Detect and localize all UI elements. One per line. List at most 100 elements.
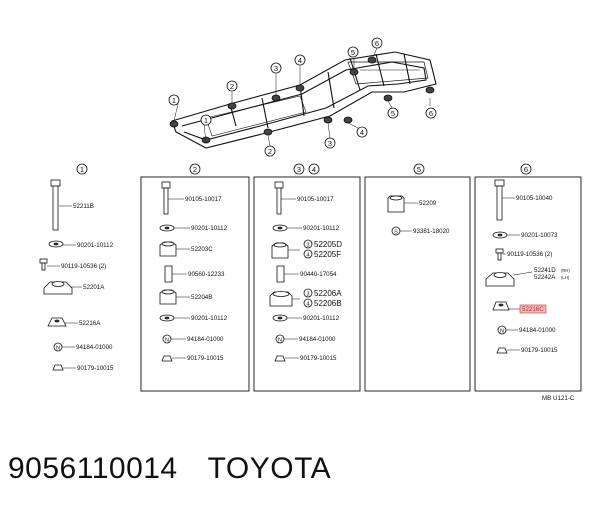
svg-text:3: 3 [328, 139, 332, 148]
bolt-90105-10017-b: 90105-10017 [274, 181, 334, 215]
cushion-52209: 52209 [387, 195, 437, 213]
svg-text:N: N [165, 338, 169, 344]
column-header-6: 6 [520, 163, 532, 175]
frame-callout-5b: 5 [387, 107, 399, 119]
svg-text:3: 3 [274, 64, 278, 73]
svg-text:3: 3 [297, 165, 301, 174]
svg-text:94184-01000: 94184-01000 [519, 327, 556, 334]
svg-text:52205D: 52205D [314, 240, 342, 249]
svg-text:52204B: 52204B [191, 294, 212, 301]
frame-callout-4a: 4 [294, 54, 306, 66]
column-box-6 [474, 176, 582, 392]
svg-text:90560-12233: 90560-12233 [188, 271, 225, 278]
washer-90201-10112-b: 90201-10112 [159, 224, 228, 232]
nut-n-94184-01000-b: N 94184-01000 [162, 334, 224, 344]
cushion-52204b: 52204B [159, 289, 212, 305]
washer-90201-10112-c: 90201-10112 [159, 314, 228, 322]
svg-text:52211B: 52211B [73, 203, 94, 210]
svg-text:3: 3 [306, 243, 309, 249]
frame-callout-2b: 2 [264, 145, 276, 157]
svg-text:90179-10015: 90179-10015 [187, 355, 224, 362]
svg-text:52203C: 52203C [191, 246, 213, 253]
column-header-3: 3 [293, 163, 305, 175]
cushion-52203c: 52203C [159, 241, 213, 257]
svg-text:90105-10040: 90105-10040 [516, 195, 553, 202]
cushion-52205d-52205f: 3 52205D 4 52205F [271, 239, 342, 259]
svg-text:90440-17054: 90440-17054 [300, 271, 337, 278]
washer-90201-10112-a: 90201-10112 [48, 240, 114, 249]
vehicle-frame-illustration: 1 1 2 2 3 3 4 4 5 5 6 6 [168, 37, 437, 157]
column-2: 90105-10017 90201-10112 52203C 90560-122… [159, 181, 228, 362]
brand-name: TOYOTA [207, 452, 332, 485]
svg-text:90179-10015: 90179-10015 [300, 355, 337, 362]
svg-text:52205F: 52205F [314, 250, 341, 259]
column-6: 90105-10040 90201-10073 90119-10536 (2) … [485, 179, 570, 354]
frame-mount-points [169, 56, 435, 144]
nut-90179-10015-c: 90179-10015 [274, 355, 337, 362]
cushion-52206a-52206b: 3 52206A 4 52206B [269, 288, 342, 308]
parts-diagram: 1 1 2 2 3 3 4 4 5 5 6 6 1 2 3 4 5 6 5221… [39, 37, 582, 402]
svg-text:2: 2 [268, 147, 272, 156]
cushion-52216c: 52216C [492, 301, 547, 314]
svg-text:52206A: 52206A [314, 289, 342, 298]
column-box-2 [140, 176, 250, 392]
collar-90440-17054: 90440-17054 [276, 265, 337, 283]
nut-90179-10015-d: 90179-10015 [496, 347, 558, 354]
bolt-90119-10536-b: 90119-10536 (2) [495, 248, 552, 261]
svg-text:5: 5 [391, 109, 395, 118]
svg-text:94184-01000: 94184-01000 [299, 336, 336, 343]
svg-text:90119-10536 (2): 90119-10536 (2) [507, 251, 552, 258]
svg-text:93381-18020: 93381-18020 [413, 228, 450, 235]
frame-callout-6b: 6 [425, 107, 437, 119]
svg-text:4: 4 [312, 165, 316, 174]
nut-n-94184-01000-d: N 94184-01000 [497, 325, 556, 335]
svg-text:(LH): (LH) [561, 275, 570, 280]
washer-90201-10073: 90201-10073 [492, 231, 558, 239]
column-box-5 [364, 176, 471, 392]
svg-text:90201-10112: 90201-10112 [303, 225, 340, 232]
svg-text:6: 6 [524, 165, 528, 174]
svg-text:90179-10015: 90179-10015 [521, 347, 558, 354]
bolt-90105-10040: 90105-10040 [494, 179, 553, 221]
svg-text:6: 6 [375, 39, 379, 48]
svg-text:3: 3 [306, 292, 309, 298]
frame-callout-5a: 5 [347, 46, 359, 58]
svg-text:2: 2 [193, 165, 197, 174]
frame-callout-3a: 3 [270, 62, 282, 74]
svg-text:1: 1 [172, 96, 176, 105]
nut-n-94184-01000-c: N 94184-01000 [275, 334, 336, 344]
svg-text:4: 4 [306, 302, 309, 308]
svg-text:90201-10112: 90201-10112 [77, 242, 114, 249]
svg-text:N: N [500, 329, 504, 335]
svg-text:90201-10112: 90201-10112 [303, 315, 340, 322]
column-box-3-4 [253, 176, 361, 392]
frame-callout-1a: 1 [168, 94, 180, 106]
svg-text:6: 6 [429, 109, 433, 118]
svg-text:52201A: 52201A [83, 284, 105, 291]
svg-text:90119-10536 (2): 90119-10536 (2) [61, 263, 106, 270]
bolt-90105-10017: 90105-10017 [161, 181, 222, 215]
frame-callout-6a: 6 [371, 37, 383, 49]
svg-text:5: 5 [351, 48, 355, 57]
cushion-52201a: 52201A [43, 281, 105, 295]
svg-text:52209: 52209 [419, 200, 437, 207]
collar-90560-12233: 90560-12233 [164, 265, 225, 283]
frame-callout-3b: 3 [324, 137, 336, 149]
sleeve-s-93381-18020: S 93381-18020 [391, 226, 450, 236]
frame-callout-4b: 4 [356, 126, 368, 138]
svg-text:90201-10073: 90201-10073 [521, 232, 558, 239]
svg-text:90201-10112: 90201-10112 [191, 315, 228, 322]
column-header-4: 4 [308, 163, 320, 175]
frame-callout-2a: 2 [226, 80, 238, 92]
svg-text:1: 1 [80, 165, 84, 174]
svg-text:5: 5 [417, 165, 421, 174]
column-1: 52211B 90201-10112 90119-10536 (2) 52201… [39, 179, 114, 372]
nut-90179-10015: 90179-10015 [52, 364, 114, 372]
svg-text:90201-10112: 90201-10112 [191, 225, 228, 232]
cushion-52241d-52242a: 52241D (RH) 52242A (LH) [485, 267, 570, 287]
svg-text:4: 4 [360, 128, 364, 137]
svg-text:90179-10015: 90179-10015 [77, 365, 114, 372]
column-header-2: 2 [189, 163, 201, 175]
svg-text:N: N [56, 346, 60, 352]
